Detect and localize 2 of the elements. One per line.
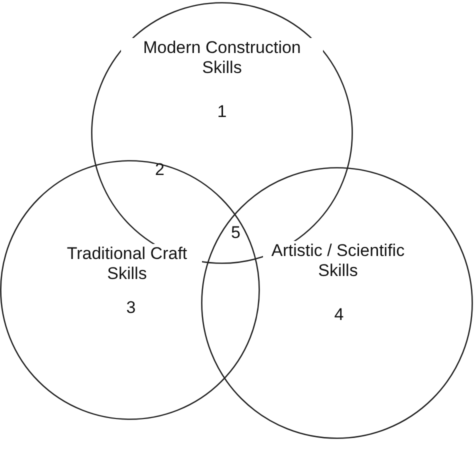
region-number: 2 <box>155 160 164 180</box>
region-number: 5 <box>231 223 240 243</box>
